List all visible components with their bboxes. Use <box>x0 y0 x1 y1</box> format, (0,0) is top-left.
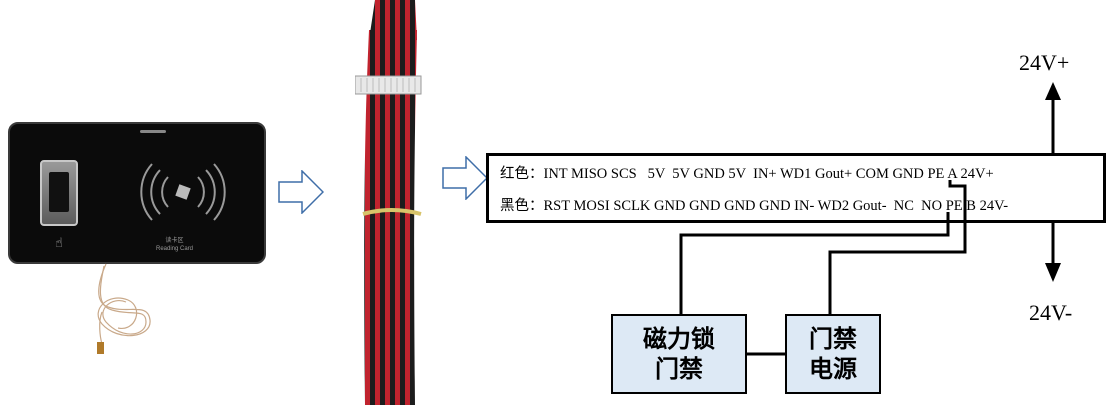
red-wire-row: 红色：INT MISO SCS 5V 5V GND 5V IN+ WD1 Gou… <box>500 162 994 183</box>
card-area-label-cn: 读卡区 <box>165 238 184 244</box>
access-power-box: 门禁 电源 <box>785 314 881 394</box>
flow-arrow-right-icon-2 <box>442 156 488 200</box>
antenna-cable <box>97 263 151 354</box>
arrow-down-icon <box>1045 263 1061 282</box>
card-area-label-en: Reading Card <box>156 246 194 252</box>
red-row-label: 红色： <box>500 166 544 182</box>
power-positive-label: 24V+ <box>1019 50 1070 75</box>
rfid-waves-icon <box>140 163 226 221</box>
power-negative-label: 24V- <box>1029 300 1073 325</box>
flow-arrow-right-icon <box>278 170 324 214</box>
ribbon-cable <box>355 0 422 405</box>
magnetic-lock-label-line2: 门禁 <box>655 355 703 383</box>
card-area-label: 读卡区 Reading Card <box>156 237 193 253</box>
device-indicator <box>140 130 166 133</box>
black-row-label: 黑色： <box>500 198 544 214</box>
black-wire-row: 黑色：RST MOSI SCLK GND GND GND GND IN- WD2… <box>500 194 1008 215</box>
arrow-up-icon <box>1045 82 1061 100</box>
magnetic-lock-box: 磁力锁 门禁 <box>611 314 747 394</box>
magnetic-lock-label-line1: 磁力锁 <box>643 325 715 353</box>
access-power-label-line1: 门禁 <box>809 325 857 353</box>
fingerprint-reader-device: ☝ 读卡区 Reading Card <box>8 122 266 264</box>
access-power-label-line2: 电源 <box>809 355 857 383</box>
fingerprint-sensor <box>40 160 78 226</box>
touch-hand-icon: ☝ <box>55 236 63 251</box>
terminal-pinout-table: 红色：INT MISO SCS 5V 5V GND 5V IN+ WD1 Gou… <box>486 153 1106 223</box>
black-row-pins: RST MOSI SCLK GND GND GND GND IN- WD2 Go… <box>543 198 1009 214</box>
red-row-pins: INT MISO SCS 5V 5V GND 5V IN+ WD1 Gout+ … <box>543 166 994 182</box>
